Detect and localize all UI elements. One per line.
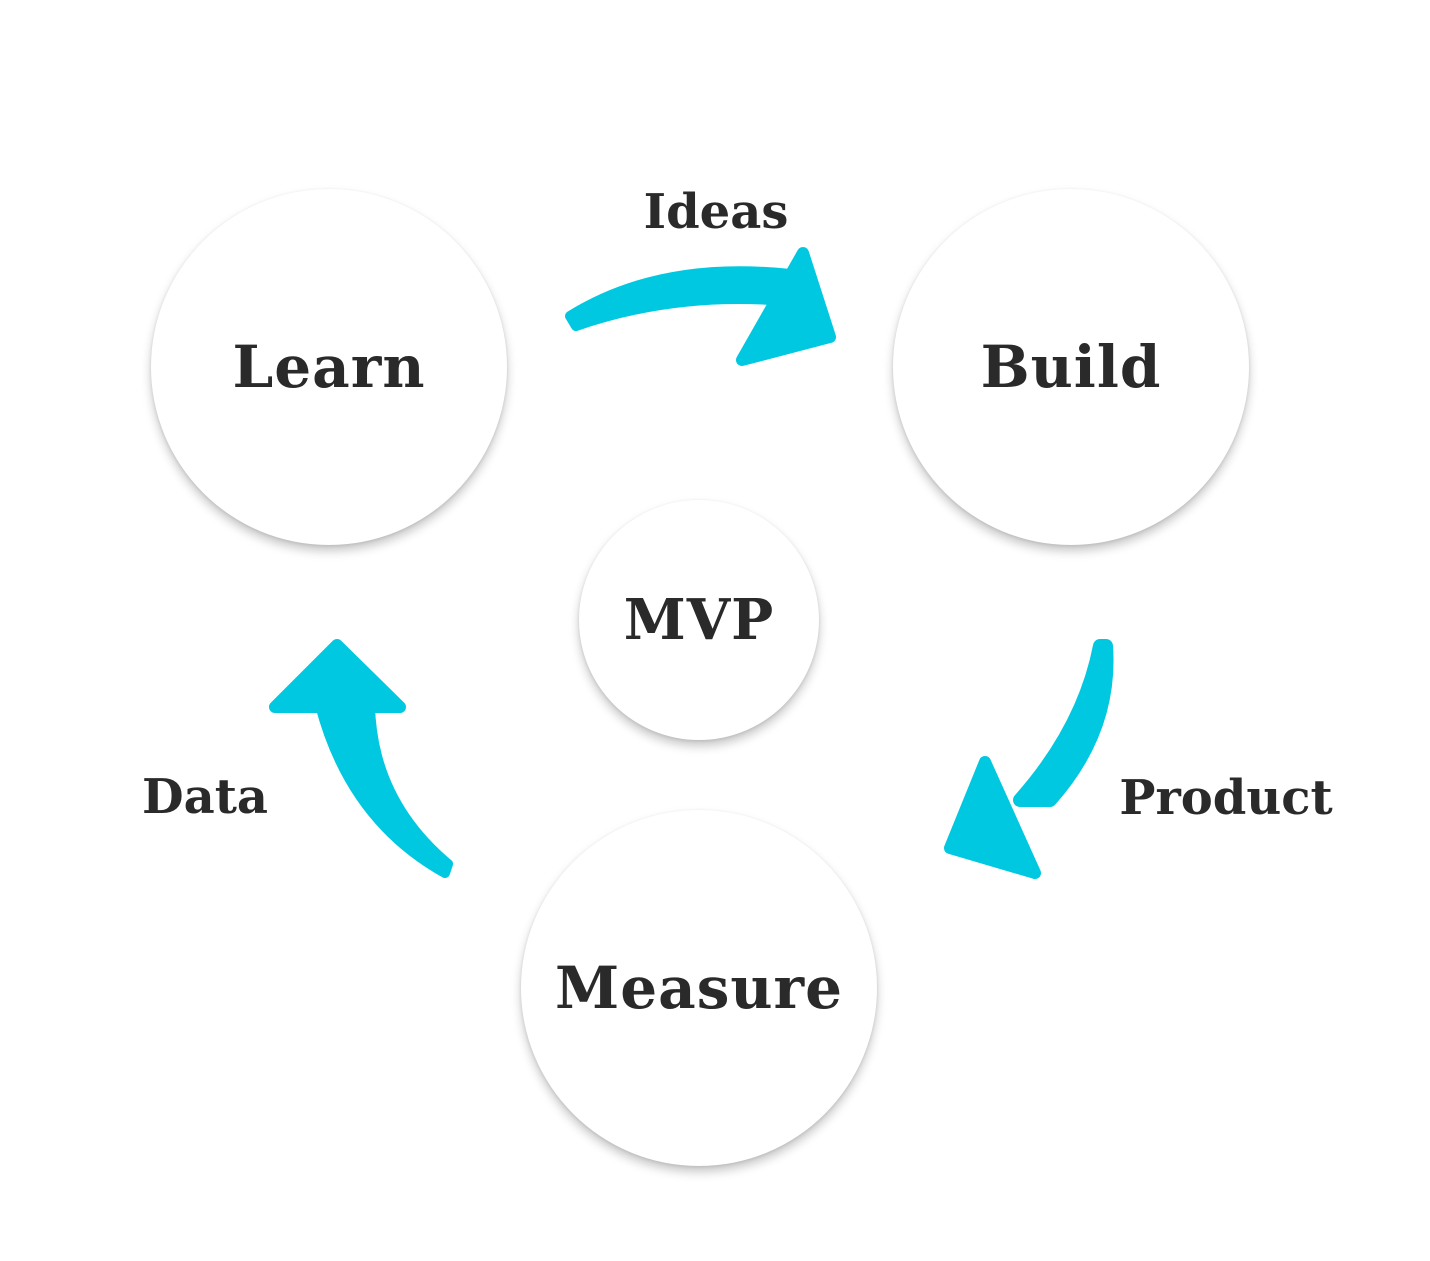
arrow-ideas bbox=[565, 247, 836, 366]
edge-label-data: Data bbox=[142, 769, 268, 825]
node-measure: Measure bbox=[521, 810, 877, 1166]
node-build: Build bbox=[893, 189, 1249, 545]
node-mvp-label: MVP bbox=[623, 587, 775, 653]
edge-label-product: Product bbox=[1119, 770, 1333, 826]
node-build-label: Build bbox=[980, 333, 1162, 401]
node-measure-label: Measure bbox=[555, 954, 843, 1022]
node-learn-label: Learn bbox=[232, 333, 426, 401]
edge-label-ideas: Ideas bbox=[643, 184, 789, 240]
node-learn: Learn bbox=[151, 189, 507, 545]
arrow-product bbox=[944, 639, 1114, 879]
arrow-data bbox=[269, 639, 453, 878]
node-mvp: MVP bbox=[579, 500, 819, 740]
